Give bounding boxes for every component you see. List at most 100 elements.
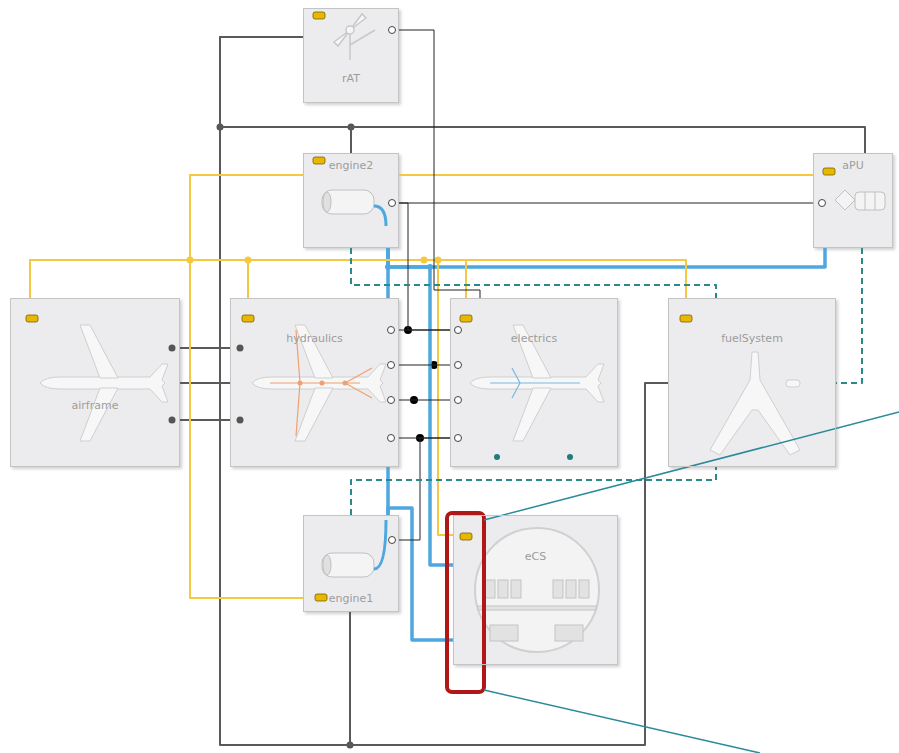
connector: [399, 30, 480, 298]
drawing-part: [389, 27, 396, 34]
electrics-plane: [470, 325, 604, 460]
system-block: fuelSystem: [668, 298, 836, 467]
block-name: aPU: [814, 159, 892, 172]
drawing-part: [237, 345, 244, 352]
drawing-part: [388, 397, 395, 404]
connector: [220, 37, 350, 745]
airframe-plane: [40, 325, 168, 441]
drawing-part: [478, 580, 596, 641]
drawing-part: [835, 190, 855, 210]
drawing-part: [315, 594, 327, 601]
drawing-part: [298, 381, 348, 386]
drawing-part: [296, 383, 300, 436]
block-name: electrics: [451, 332, 617, 345]
drawing-part: [237, 417, 244, 424]
drawing-part: [388, 435, 395, 442]
connector: [388, 248, 825, 267]
fuel-plane: [710, 352, 800, 455]
system-block: engine2: [303, 153, 399, 248]
drawing-part: [668, 298, 836, 467]
drawing-part: [453, 515, 618, 665]
drawing-part: [455, 327, 462, 334]
ecs-icon: [475, 528, 599, 652]
drawing-part: [855, 192, 885, 210]
drawing-part: [313, 12, 325, 19]
drawing-part: [566, 580, 576, 598]
system-block: engine1: [303, 515, 399, 612]
drawing-part: [303, 153, 399, 248]
drawing-part: [455, 435, 462, 442]
drawing-part: [512, 368, 520, 383]
drawing-part: [512, 383, 520, 398]
drawing-part: [298, 381, 303, 386]
drawing-part: [513, 388, 551, 441]
drawing-part: [579, 580, 589, 598]
connector: [399, 174, 813, 176]
connector: [180, 347, 230, 349]
connector: [30, 175, 303, 298]
block-name: hydraulics: [231, 332, 398, 345]
block-name: engine2: [304, 159, 398, 172]
drawing-part: [498, 580, 508, 598]
drawing-part: [374, 520, 386, 569]
block-name: eCS: [454, 550, 617, 563]
ports: [169, 27, 826, 749]
drawing-part: [875, 192, 876, 210]
drawing-part: [404, 326, 438, 442]
drawing-part: [169, 417, 176, 424]
drawing-part: [230, 298, 399, 467]
connector: [399, 400, 450, 401]
drawing-part: [460, 533, 472, 540]
system-block: hydraulics: [230, 298, 399, 467]
drawing-part: [345, 383, 372, 398]
drawing-part: [388, 327, 395, 334]
connector: [248, 260, 686, 298]
drawing-part: [388, 362, 395, 369]
drawing-part: [819, 200, 826, 207]
drawing-part: [813, 153, 893, 248]
connector: [350, 383, 668, 745]
drawing-part: [26, 12, 835, 601]
connector: [836, 248, 862, 383]
box-grounds: [10, 8, 893, 665]
system-block: airframe: [10, 298, 180, 467]
connector: [30, 260, 303, 598]
connector: [399, 203, 450, 330]
drawing-part: [345, 368, 372, 383]
connector: [180, 419, 230, 421]
drawing-part: [494, 454, 500, 460]
drawing-part: [270, 330, 372, 436]
drawing-part: [322, 553, 374, 577]
drawing-part: [322, 190, 374, 214]
drawing-part: [485, 580, 495, 598]
connector: [248, 260, 466, 298]
drawing-part: [303, 515, 399, 612]
drawing-part: [494, 454, 573, 460]
zoom-line: [484, 412, 899, 520]
drawing-part: [320, 381, 325, 386]
connector: [30, 260, 248, 298]
drawing-part: [490, 625, 518, 641]
connector: [399, 203, 813, 204]
drawing-part: [80, 325, 118, 378]
drawing-part: [823, 168, 835, 175]
drawing-part: [313, 157, 325, 164]
drawing-part: [343, 381, 348, 386]
drawing-part: [346, 26, 354, 34]
block-name: engine1: [304, 592, 398, 605]
drawing-part: [295, 388, 333, 441]
drawing-part: [450, 298, 618, 467]
drawing-part: [303, 8, 399, 103]
drawing-part: [323, 555, 331, 575]
drawing-part: [242, 315, 254, 322]
drawing-part: [865, 192, 866, 210]
drawing-part: [374, 206, 386, 226]
drawing-part: [478, 606, 596, 610]
block-name: fuelSystem: [669, 332, 835, 345]
drawing-part: [26, 315, 38, 322]
bus-icons: [26, 12, 835, 601]
system-block: aPU: [813, 153, 893, 248]
drawing-part: [455, 362, 462, 369]
drawing-part: [786, 380, 800, 387]
drawing-part: [511, 580, 521, 598]
